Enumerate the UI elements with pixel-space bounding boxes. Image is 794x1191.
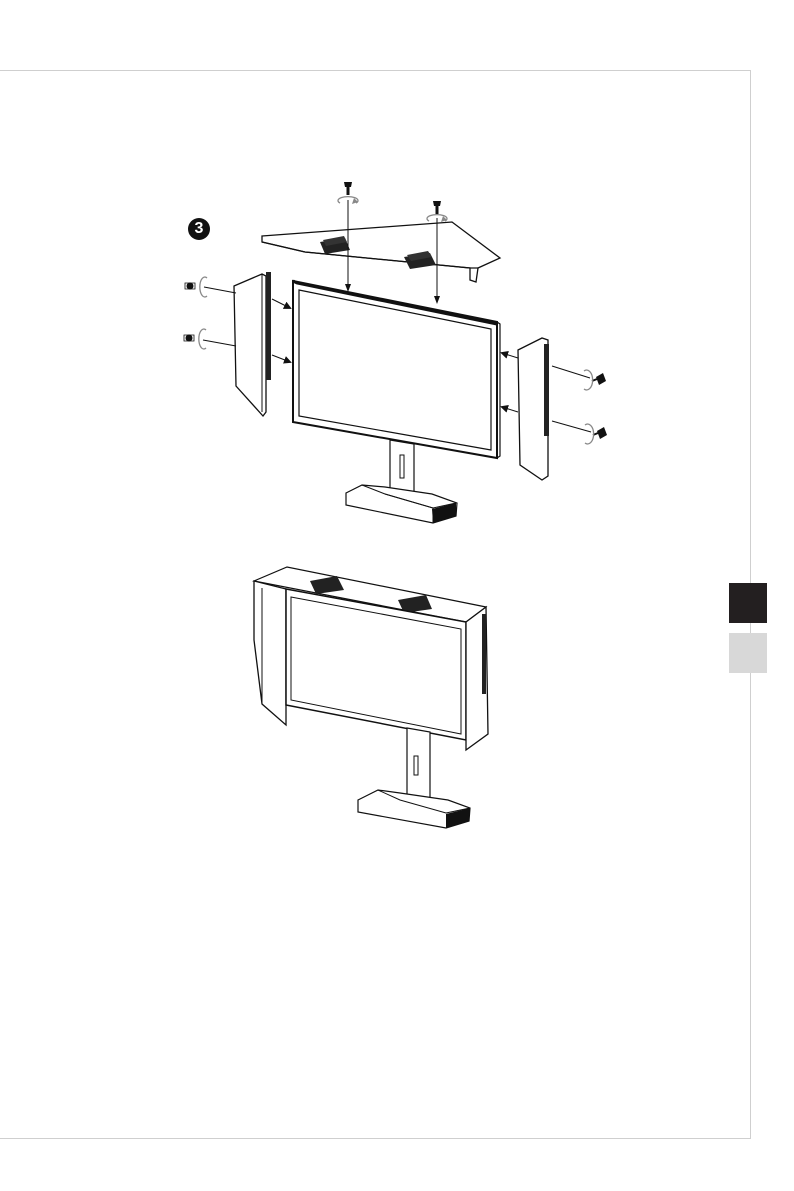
chapter-tab-active [729, 583, 767, 623]
chapter-tab-inactive [729, 633, 767, 673]
assembled-hood-illustration [0, 0, 794, 900]
